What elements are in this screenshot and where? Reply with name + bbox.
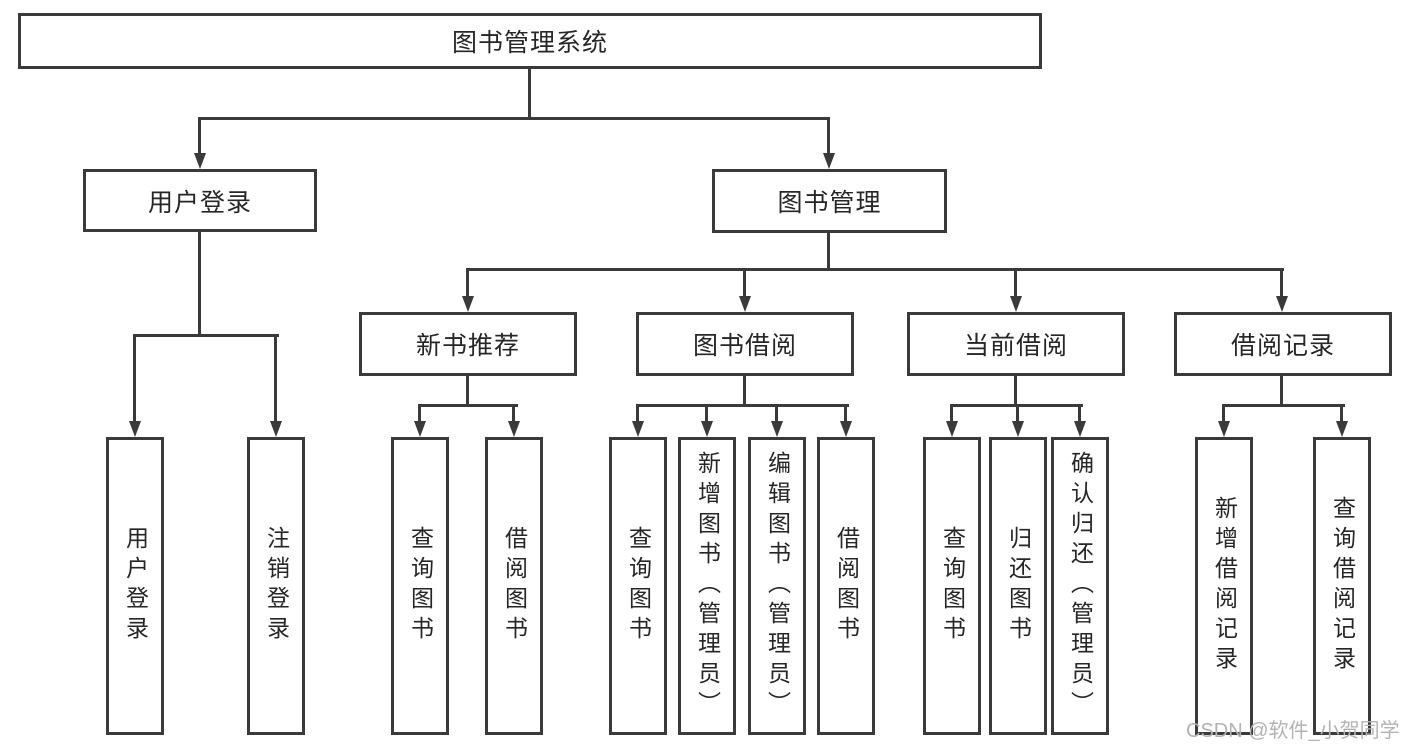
- connector-drop-br-query: [1340, 404, 1343, 422]
- leaf-br-query-record: 查询借阅记录: [1313, 437, 1371, 735]
- connector-new-book-rec-branch: [418, 404, 518, 407]
- connector-drop-cb-return: [1016, 404, 1019, 422]
- leaf-cb-confirm-return-admin: 确认归还（管理员）: [1051, 437, 1109, 735]
- connector-book-mgmt-stem: [827, 233, 830, 270]
- leaf-user-login: 用户登录: [106, 437, 164, 735]
- arrow-down-icon: [840, 421, 852, 437]
- connector-drop-bb-borrow: [844, 404, 847, 422]
- arrow-down-icon: [823, 153, 835, 169]
- leaf-bb-query-book: 查询图书: [609, 437, 667, 735]
- arrow-down-icon: [1010, 296, 1022, 312]
- connector-drop-user-login: [198, 117, 201, 155]
- connector-drop-br-add: [1222, 404, 1225, 422]
- leaf-rec-query-book: 查询图书: [391, 437, 449, 735]
- arrow-down-icon: [414, 421, 426, 437]
- arrow-down-icon: [1012, 421, 1024, 437]
- leaf-logout: 注销登录: [247, 437, 305, 735]
- arrow-down-icon: [194, 153, 206, 169]
- connector-drop-cb-confirm: [1078, 404, 1081, 422]
- connector-borrow-record-stem: [1280, 376, 1283, 406]
- arrow-down-icon: [1336, 421, 1348, 437]
- arrow-down-icon: [270, 421, 282, 437]
- connector-book-mgmt-branch: [466, 268, 1284, 271]
- connector-user-login-stem: [198, 232, 201, 336]
- connector-book-borrow-stem: [743, 376, 746, 406]
- node-user-login: 用户登录: [83, 169, 317, 232]
- arrow-down-icon: [508, 421, 520, 437]
- arrow-down-icon: [701, 421, 713, 437]
- node-current-borrowing: 当前借阅: [907, 312, 1125, 376]
- leaf-bb-borrow-book: 借阅图书: [817, 437, 875, 735]
- connector-drop-bb-add: [705, 404, 708, 422]
- connector-drop-rec-query: [418, 404, 421, 422]
- node-library-management-system: 图书管理系统: [18, 13, 1042, 69]
- connector-drop-bb-edit: [775, 404, 778, 422]
- node-new-book-recommend: 新书推荐: [359, 312, 577, 376]
- arrow-down-icon: [739, 296, 751, 312]
- arrow-down-icon: [1276, 296, 1288, 312]
- arrow-down-icon: [129, 421, 141, 437]
- connector-user-login-branch: [133, 334, 279, 337]
- leaf-rec-borrow-book: 借阅图书: [485, 437, 543, 735]
- connector-borrow-record-branch: [1222, 404, 1345, 407]
- leaf-cb-return-book: 归还图书: [989, 437, 1047, 735]
- connector-drop-current-borrow: [1014, 268, 1017, 296]
- leaf-cb-query-book: 查询图书: [923, 437, 981, 735]
- connector-drop-bb-query: [636, 404, 639, 422]
- connector-drop-logout: [274, 334, 277, 422]
- connector-new-book-rec-stem: [466, 376, 469, 406]
- arrow-down-icon: [1074, 421, 1086, 437]
- connector-root-branch: [198, 117, 830, 120]
- connector-root-stem: [528, 69, 531, 119]
- leaf-bb-add-book-admin: 新增图书（管理员）: [678, 437, 736, 735]
- node-book-borrowing: 图书借阅: [636, 312, 854, 376]
- arrow-down-icon: [632, 421, 644, 437]
- node-borrowing-records: 借阅记录: [1174, 312, 1392, 376]
- arrow-down-icon: [1218, 421, 1230, 437]
- arrow-down-icon: [462, 296, 474, 312]
- connector-drop-cb-query: [950, 404, 953, 422]
- csdn-watermark: CSDN @软件_小贺同学: [1186, 720, 1400, 742]
- connector-drop-rec-borrow: [512, 404, 515, 422]
- connector-current-borrow-stem: [1014, 376, 1017, 406]
- connector-drop-borrow-record: [1280, 268, 1283, 296]
- leaf-bb-edit-book-admin: 编辑图书（管理员）: [748, 437, 806, 735]
- connector-drop-book-borrow: [743, 268, 746, 296]
- arrow-down-icon: [946, 421, 958, 437]
- leaf-br-add-record: 新增借阅记录: [1195, 437, 1253, 735]
- connector-drop-book-mgmt: [827, 117, 830, 155]
- connector-drop-login: [133, 334, 136, 422]
- connector-book-borrow-branch: [636, 404, 849, 407]
- node-book-management: 图书管理: [712, 169, 947, 233]
- connector-drop-new-book-rec: [466, 268, 469, 296]
- arrow-down-icon: [771, 421, 783, 437]
